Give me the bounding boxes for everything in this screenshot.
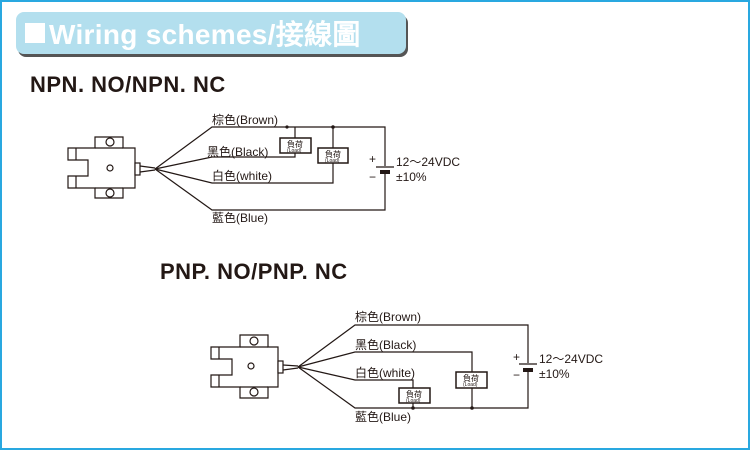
pnp-label-black: 黑色(Black) [355,338,416,352]
npn-label-brown: 棕色(Brown) [212,112,278,127]
pnp-label-brown: 棕色(Brown) [355,309,421,324]
npn-wire-brown [154,126,386,170]
npn-minus: − [369,170,376,184]
npn-sensor-icon [67,136,156,199]
pnp-load-1-sub: (Load) [463,382,478,388]
pnp-load-2-sub: (Load) [406,398,421,404]
npn-plus: + [369,152,376,166]
npn-heading: NPN. NO/NPN. NC [30,72,226,97]
pnp-label-white: 白色(white) [355,365,415,380]
pnp-wire-brown [297,324,529,368]
pnp-load-1 [455,371,488,389]
title-bar: Wiring schemes/接線圖 [16,12,406,54]
npn-wire-blue [154,168,386,211]
npn-load-1-label: 負荷 [287,139,303,149]
pnp-plus: + [513,350,520,364]
pnp-load-2-label: 負荷 [406,389,422,399]
pnp-load-1-label: 負荷 [463,373,479,383]
npn-load-1-sub: (Load) [287,148,302,154]
npn-voltage: 12～24VDC [396,155,460,169]
pnp-sensor-icon [210,334,299,399]
pnp-heading: PNP. NO/PNP. NC [160,259,348,284]
pnp-load-2 [398,387,431,404]
pnp-voltage: 12～24VDC [539,352,603,366]
npn-tolerance: ±10% [396,170,427,184]
npn-load-1 [279,137,312,154]
pnp-label-blue: 藍色(Blue) [355,410,411,424]
page-title: Wiring schemes/接線圖 [49,19,361,50]
npn-load-2 [317,147,349,164]
npn-label-black: 黑色(Black) [207,145,268,159]
pnp-tolerance: ±10% [539,367,570,381]
npn-label-blue: 藍色(Blue) [212,211,268,225]
pnp-minus: − [513,368,520,382]
npn-diagram [67,125,394,211]
square-icon [25,23,45,43]
npn-load-2-label: 負荷 [325,149,341,159]
pnp-wire-blue [297,366,529,409]
pnp-diagram [210,324,537,410]
npn-load-2-sub: (Load) [325,158,340,164]
npn-label-white: 白色(white) [212,168,272,183]
